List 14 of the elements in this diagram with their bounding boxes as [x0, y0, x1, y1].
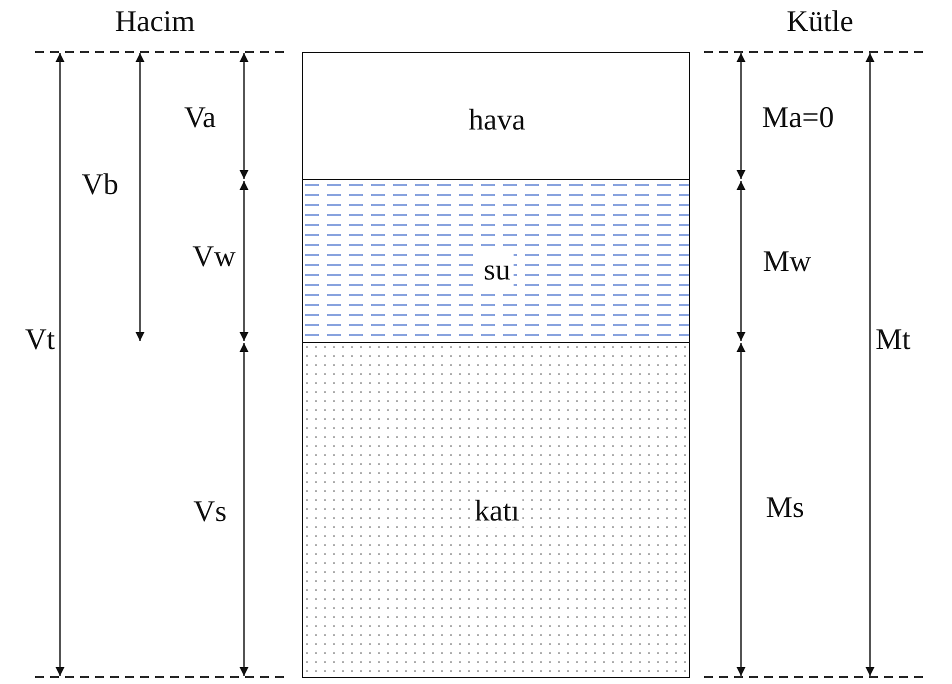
solid-layer — [302, 342, 690, 678]
column-heading: Hacim — [115, 5, 195, 39]
layer-label: su — [480, 254, 514, 287]
dimension-label: Vb — [82, 168, 118, 202]
dimension-label: Ma=0 — [762, 101, 834, 135]
dimension-label: Ms — [766, 491, 804, 525]
dimension-label: Vw — [192, 240, 236, 274]
dimension-label: Mt — [876, 323, 910, 357]
dimension-label: Vs — [193, 495, 227, 529]
water-layer — [302, 179, 690, 343]
dimension-label: Mw — [762, 245, 812, 279]
column-heading: Kütle — [786, 5, 854, 39]
dimension-label: Va — [184, 101, 216, 135]
dimension-label: Vt — [25, 323, 55, 357]
